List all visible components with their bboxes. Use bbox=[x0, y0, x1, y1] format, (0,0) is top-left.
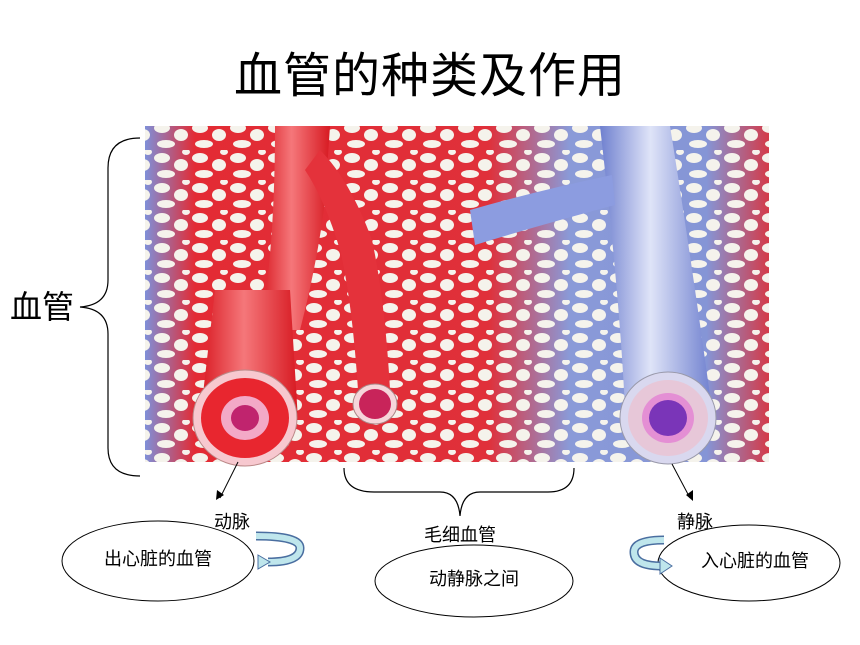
vein-cross-section bbox=[619, 371, 717, 465]
vein-label: 静脉 bbox=[677, 512, 713, 533]
artery-cross-section bbox=[192, 369, 298, 467]
capillary-brace bbox=[343, 467, 575, 517]
vein-curve-arrow bbox=[629, 535, 673, 575]
vessel-label: 血管 bbox=[10, 288, 75, 326]
artery-arrow bbox=[219, 461, 239, 499]
vein-description: 入心脏的血管 bbox=[701, 551, 809, 572]
page-title: 血管的种类及作用 bbox=[233, 48, 626, 104]
capillary-cross-section bbox=[352, 383, 398, 425]
capillary-oval bbox=[374, 544, 574, 618]
artery-oval bbox=[61, 520, 255, 602]
artery-description: 出心脏的血管 bbox=[104, 549, 212, 570]
capillary-label: 毛细血管 bbox=[424, 525, 496, 546]
artery-curve-arrow bbox=[255, 531, 305, 570]
artery-label: 动脉 bbox=[214, 512, 250, 533]
left-brace bbox=[79, 137, 141, 477]
capillary-description: 动静脉之间 bbox=[429, 569, 519, 590]
vein-arrow bbox=[671, 463, 691, 499]
